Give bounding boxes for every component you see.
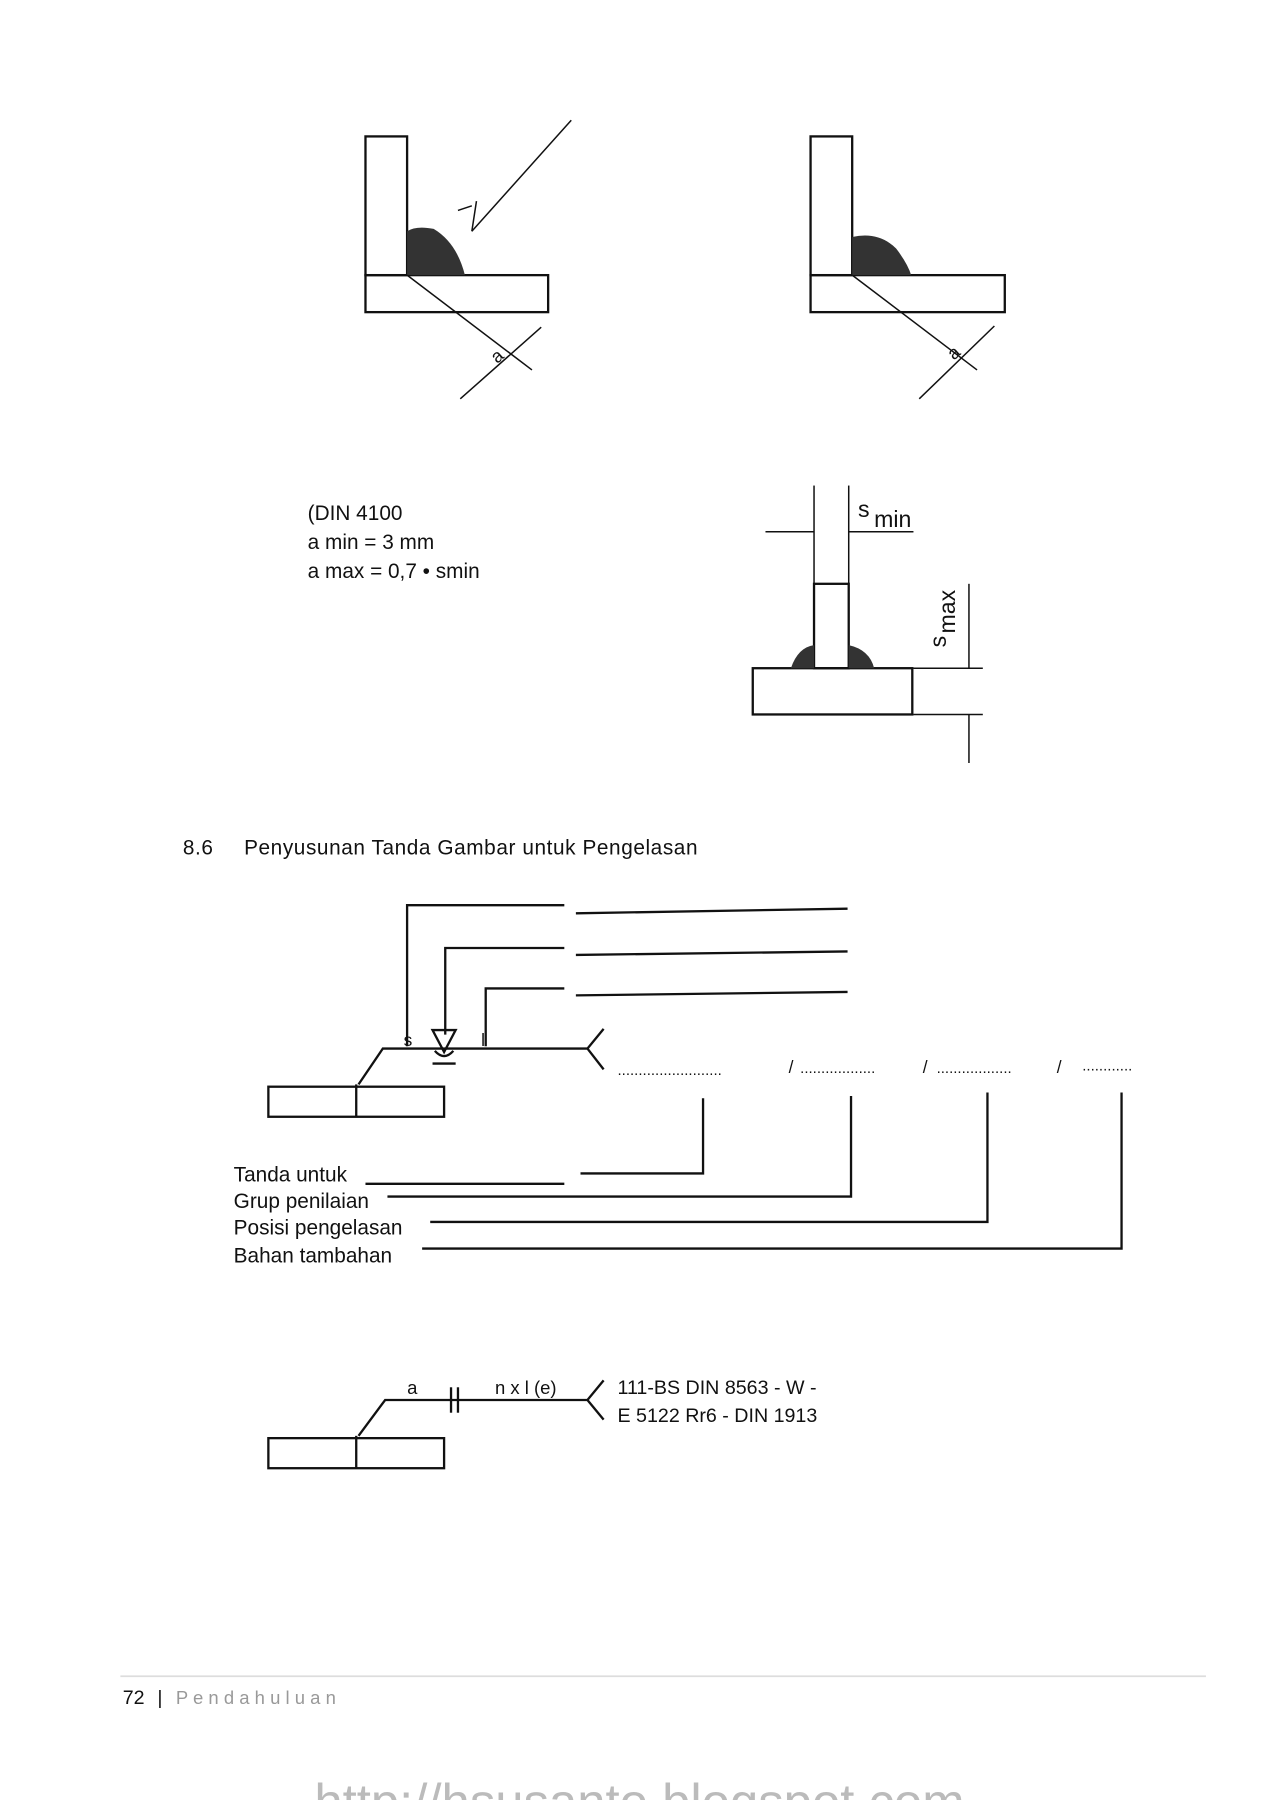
slash: / (1057, 1057, 1062, 1077)
placeholder-dots: ............ (1082, 1058, 1132, 1075)
s-min-label: s (858, 496, 870, 522)
din-note-line: a min = 3 mm (308, 531, 435, 554)
page-number: 72 (123, 1687, 145, 1709)
chapter-name: P e n d a h u l u a n (176, 1687, 336, 1708)
section-title: Penyusunan Tanda Gambar untuk Pengelasan (244, 836, 698, 859)
placeholder-dots: .................. (800, 1060, 875, 1077)
dimension-a-label: a (486, 344, 508, 367)
slash: / (789, 1057, 794, 1077)
l-label: l (481, 1030, 485, 1050)
s-max-label: s (925, 636, 951, 648)
footer-separator: | (157, 1687, 162, 1709)
spec-line-1: 111-BS DIN 8563 - W - (618, 1377, 817, 1399)
a-label: a (407, 1377, 418, 1398)
label-tanda-untuk: Tanda untuk (234, 1164, 348, 1187)
t-joint-diagram: s min s max (751, 485, 983, 764)
dimension-a-label: a (943, 341, 965, 364)
label-grup-penilaian: Grup penilaian (234, 1190, 369, 1213)
label-posisi-pengelasan: Posisi pengelasan (234, 1217, 403, 1240)
slash: / (923, 1057, 928, 1077)
s-min-sub: min (874, 506, 911, 532)
s-label: s (404, 1030, 413, 1050)
fillet-weld-diagram-left: a (364, 119, 572, 400)
placeholder-dots: .................. (937, 1060, 1012, 1077)
nxl-label: n x l (e) (495, 1377, 557, 1398)
weld-symbol-example: a n x l (e) 111-BS DIN 8563 - W - E 5122… (267, 1377, 818, 1470)
fillet-weld-diagram-right: a (809, 135, 1006, 400)
watermark-url: http://hsusanto.blogspot.com (314, 1774, 964, 1800)
spec-line-2: E 5122 Rr6 - DIN 1913 (618, 1405, 818, 1427)
placeholder-dots: ......................... (618, 1062, 722, 1079)
weld-symbol-structure-diagram: s l ......................... / ........… (234, 904, 1132, 1267)
din-note-line: (DIN 4100 (308, 502, 403, 525)
section-number: 8.6 (183, 836, 214, 859)
label-bahan-tambahan: Bahan tambahan (234, 1244, 392, 1267)
din-note-line: a max = 0,7 • smin (308, 560, 480, 583)
din-note: (DIN 4100 a min = 3 mm a max = 0,7 • smi… (308, 502, 480, 583)
s-max-sub: max (934, 589, 960, 633)
